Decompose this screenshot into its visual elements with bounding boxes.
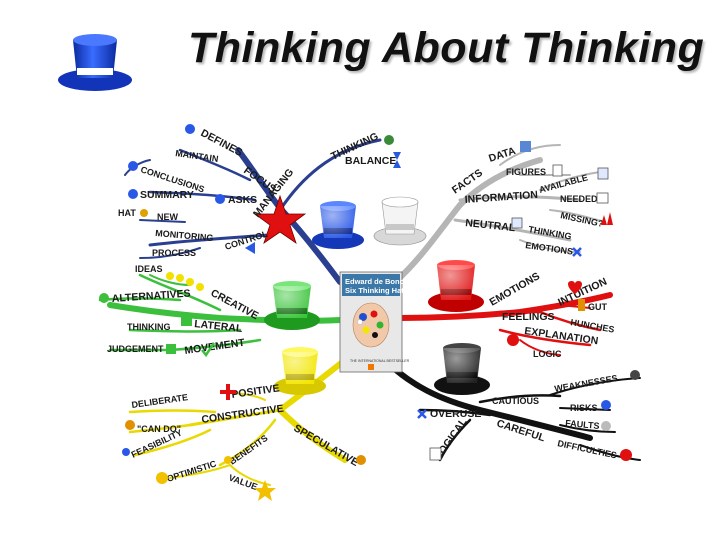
node-label: DELIBERATE [131, 392, 189, 410]
node-label: HAT [118, 208, 136, 218]
ask-icon [215, 194, 225, 204]
node-label: CAUTIOUS [492, 396, 539, 406]
lightbulb-icon [186, 278, 194, 286]
bar-chart-icon [601, 212, 613, 225]
checklist-icon [429, 447, 442, 461]
cross-icon [572, 247, 582, 257]
book-title: Six Thinking Hats [345, 286, 408, 295]
arrow-icon [245, 242, 255, 254]
red-hat-icon [428, 260, 484, 312]
node-label: FEELINGS [502, 311, 555, 323]
node-label: BENEFITS [227, 433, 269, 467]
chart-icon [596, 192, 609, 204]
node-label: DIFFICULTIES [557, 438, 618, 460]
book-fine-print: THE INTERNATIONAL BESTSELLER [350, 359, 410, 363]
node-label: FIGURES [506, 167, 546, 177]
slide-title: Thinking About Thinking [188, 24, 705, 72]
node-label: INFORMATION [464, 189, 538, 206]
node-label: EMOTIONS [525, 240, 574, 257]
question-icon [601, 400, 611, 410]
copy-icon [511, 217, 523, 229]
node-label: RISKS [570, 403, 598, 413]
cross-icon [417, 409, 427, 419]
document-icon [552, 164, 563, 177]
stop-icon [620, 449, 632, 461]
lightbulb-icon [196, 283, 204, 291]
star-icon [253, 194, 307, 245]
plus-icon [220, 384, 236, 400]
check-icon [201, 342, 216, 358]
node-label: PROCESS [152, 248, 196, 258]
shapes-icon [181, 315, 192, 326]
node-label: BALANCE [345, 155, 396, 167]
node-label: ALTERNATIVES [111, 288, 191, 305]
node-label: MISSING? [560, 210, 605, 229]
node-label: SUMMARY [140, 189, 194, 201]
node-label: JUDGEMENT [107, 344, 164, 354]
refresh-icon [384, 135, 394, 145]
node-label: NEUTRAL [465, 217, 517, 234]
node-label: ASKS [228, 194, 257, 206]
node-label: IDEAS [135, 264, 163, 274]
cancel-icon [507, 334, 519, 346]
person-icon [185, 124, 195, 134]
green-hat-labels: CREATIVE IDEAS ALTERNATIVES LATERAL THIN… [99, 264, 260, 358]
list-icon [597, 167, 609, 180]
node-label: GUT [588, 302, 608, 312]
node-label: LOGIC [533, 349, 562, 359]
node-label: LATERAL [194, 318, 244, 335]
red-hat-labels: EMOTIONS INTUITION FEELINGS GUT HUNCHES … [488, 270, 616, 359]
node-label: THINKING [127, 322, 171, 332]
fast-forward-icon [128, 189, 138, 199]
blue-hat-icon [312, 201, 364, 249]
node-label: FOCUS [241, 165, 278, 196]
black-hat-icon [434, 343, 490, 395]
branch-lines [98, 138, 641, 486]
book-cover: Edward de Bono Six Thinking Hats THE INT… [339, 271, 410, 373]
branch-label: SPECULATIVE [292, 422, 361, 469]
person-icon [630, 370, 640, 380]
yellow-hat-icon [274, 347, 326, 395]
person-icon [140, 209, 148, 217]
node-label: THINKING [528, 224, 573, 241]
bottle-icon [578, 299, 585, 311]
node-label: "CAN DO" [137, 424, 181, 434]
node-label: NEEDED [560, 194, 598, 204]
question-icon [99, 293, 109, 303]
tools-icon [122, 448, 130, 456]
node-label: NEW [157, 212, 179, 222]
book-author: Edward de Bono [345, 277, 405, 286]
lightbulb-icon [166, 272, 174, 280]
smiley-icon [156, 472, 168, 484]
question-icon [128, 161, 138, 171]
sad-face-icon [601, 421, 611, 431]
person-icon [125, 420, 135, 430]
blue-top-hat-icon [58, 34, 132, 91]
node-label: DATA [487, 145, 517, 165]
star-icon [254, 480, 276, 501]
green-hat-icon [264, 281, 320, 330]
node-label: MAINTAIN [175, 148, 219, 164]
white-hat-icon [373, 196, 427, 246]
node-label: FAULTS [565, 418, 600, 431]
heart-icon [568, 281, 582, 294]
lightbulb-icon [176, 274, 184, 282]
node-label: OVERUSE [430, 408, 481, 420]
person-icon [356, 455, 366, 465]
branch-label: EMOTIONS [488, 270, 543, 308]
node-label: WEAKNESSES [554, 373, 619, 394]
node-label: MOVEMENT [184, 337, 246, 357]
sun-icon [224, 456, 232, 464]
cross-icon [166, 344, 176, 354]
white-hat-labels: FACTS DATA FIGURES AVAILABLE INFORMATION… [450, 141, 613, 257]
database-icon [520, 141, 531, 152]
hourglass-icon [393, 152, 401, 168]
node-label: POSITIVE [231, 382, 281, 401]
yellow-hat-labels: SPECULATIVE POSITIVE DELIBERATE CONSTRUC… [122, 382, 366, 501]
